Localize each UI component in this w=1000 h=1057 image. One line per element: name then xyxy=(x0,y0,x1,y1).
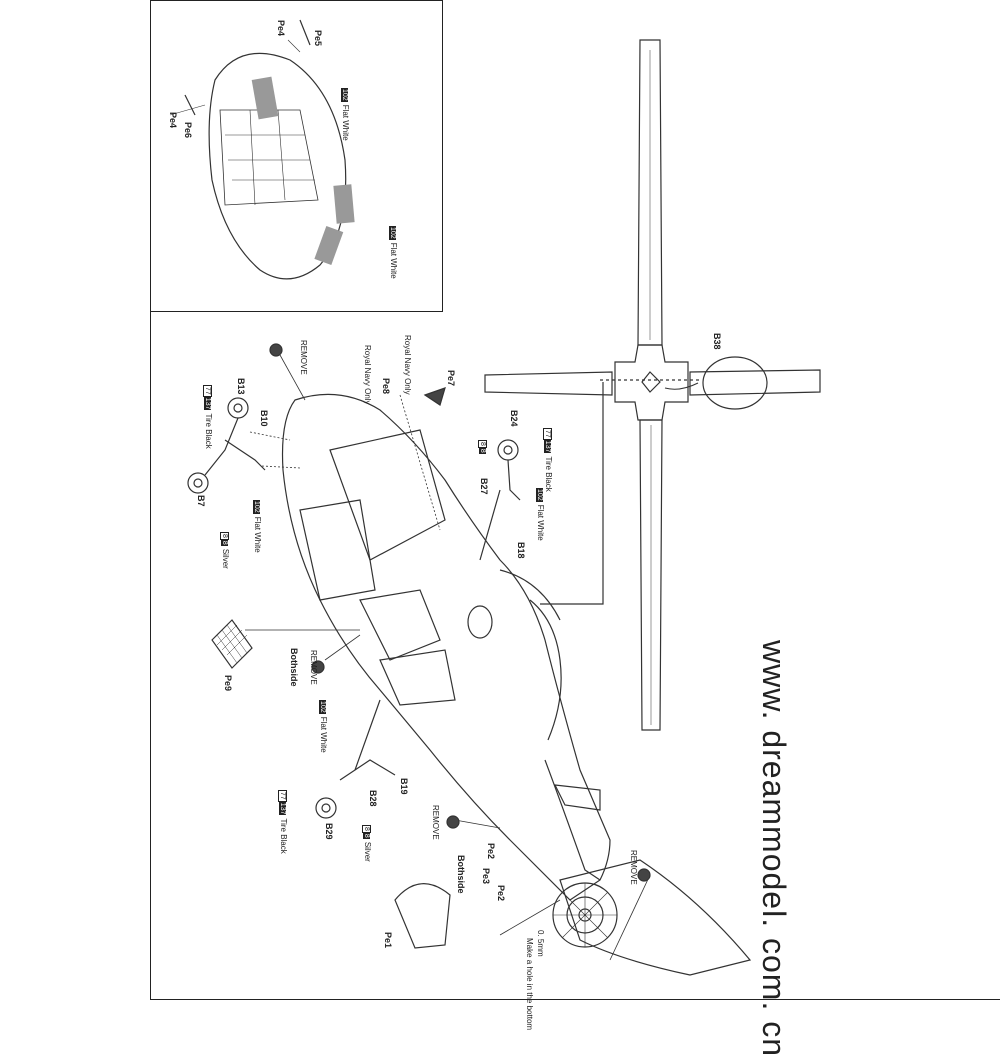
remove-note-1: REMOVE xyxy=(299,340,308,375)
cockpit-detail-inset xyxy=(150,0,443,312)
label-b29: B29 xyxy=(324,823,334,840)
label-pe7: Pe7 xyxy=(446,370,456,387)
remove-note-3: REMOVE xyxy=(431,805,440,840)
label-pe6: Pe6 xyxy=(183,122,193,139)
paint-callout-tire-right: 77137Tire Black xyxy=(543,428,553,492)
label-pe3: Pe3 xyxy=(481,868,491,885)
label-b10: B10 xyxy=(259,410,269,427)
royal-navy-note-2: Royal Navy Only xyxy=(363,345,372,405)
pe9-grille xyxy=(211,619,253,669)
label-pe4-top: Pe4 xyxy=(276,20,286,37)
remove-note-2: REMOVE xyxy=(309,650,318,685)
label-pe2-a: Pe2 xyxy=(486,843,496,860)
label-b13: B13 xyxy=(236,378,246,395)
rotor-hub-cap-b38 xyxy=(702,356,768,410)
label-b28: B28 xyxy=(368,790,378,807)
label-b19: B19 xyxy=(399,778,409,795)
hole-note: Make a hole in the bottom xyxy=(525,938,534,1031)
remove-note-4: REMOVE xyxy=(629,850,638,885)
paint-callout-white-right: 102Flat White xyxy=(536,488,545,541)
landing-gear xyxy=(187,397,521,819)
label-b18: B18 xyxy=(516,542,526,559)
paint-callout-silver-right: 88 xyxy=(478,440,487,454)
paint-callout-tire-front: 77137Tire Black xyxy=(203,385,213,449)
paint-callout-silver-front: 88Silver xyxy=(220,532,230,569)
paint-callout-silver-rear: 88Silver xyxy=(362,825,372,862)
label-pe9: Pe9 xyxy=(223,675,233,692)
label-b38: B38 xyxy=(712,333,722,350)
remove-markers xyxy=(269,343,651,882)
label-b7: B7 xyxy=(196,495,206,507)
pe7-part xyxy=(423,387,446,406)
label-pe8: Pe8 xyxy=(381,378,391,395)
label-pe2-b: Pe2 xyxy=(496,885,506,902)
hole-size-note: 0. 5mm xyxy=(536,930,545,957)
label-pe1: Pe1 xyxy=(383,932,393,949)
helicopter-assembly-drawing xyxy=(169,19,821,976)
paint-callout-inset-2: 102Flat White xyxy=(389,226,398,279)
label-b27: B27 xyxy=(479,478,489,495)
label-pe4-side: Pe4 xyxy=(168,112,178,129)
main-rotor xyxy=(484,39,821,731)
label-b24: B24 xyxy=(509,410,519,427)
pe1-windscreen xyxy=(394,883,451,949)
paint-callout-tire-rear: 77137Tire Black xyxy=(278,790,288,854)
bothside-note-1: Bothside xyxy=(289,648,299,687)
paint-callout-white-rear: 102Flat White xyxy=(319,700,328,753)
label-pe5: Pe5 xyxy=(313,30,323,47)
paint-callout-inset-1: 102Flat White xyxy=(341,88,350,141)
leader-lines xyxy=(245,354,651,961)
fuselage xyxy=(281,393,752,976)
paint-callout-white-front: 102Flat White xyxy=(253,500,262,553)
inset-cockpit xyxy=(169,19,355,280)
bothside-note-2: Bothside xyxy=(456,855,466,894)
website-url: www. dreammodel. com. cn xyxy=(756,640,792,1057)
royal-navy-note-1: Royal Navy Only xyxy=(403,335,412,395)
